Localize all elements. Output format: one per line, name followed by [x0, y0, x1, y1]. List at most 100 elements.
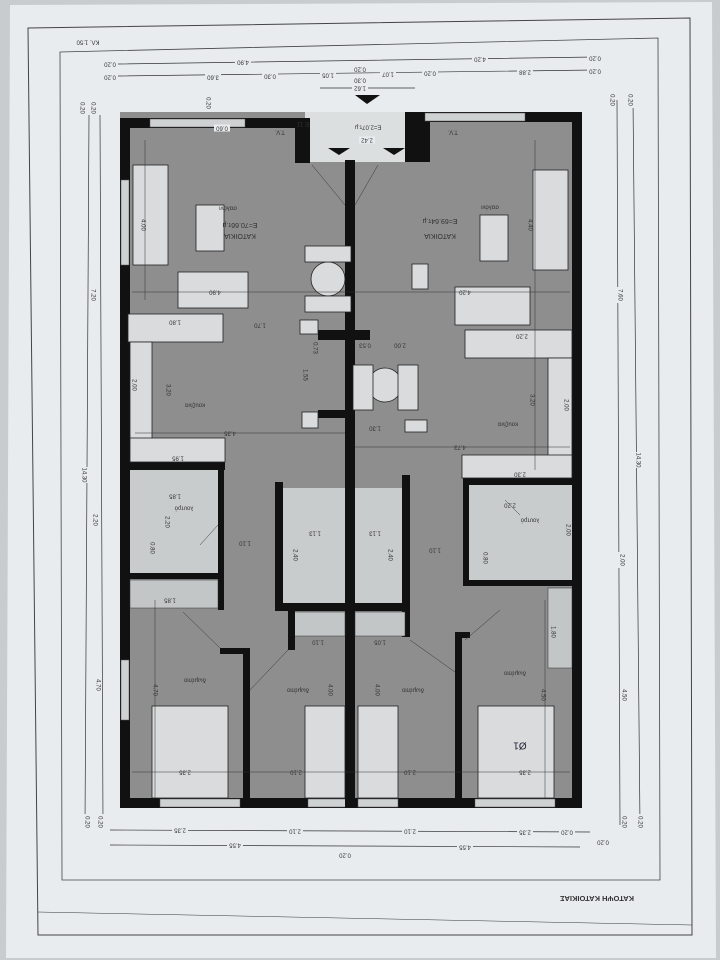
dimension-label-bg: [618, 552, 626, 568]
dimension-interior-17: 4.73: [454, 443, 466, 449]
dimension-top-17: 0.20: [204, 97, 210, 109]
dimension-label-bg: [422, 69, 438, 77]
dimension-interior-21: 2.20: [163, 516, 169, 528]
dimension-interior-25: 2.40: [291, 549, 297, 561]
room-kitchen-2: κουζίνα: [497, 420, 518, 426]
dimension-top-10: 1.05: [322, 71, 334, 77]
dimension-label-bg: [517, 68, 533, 76]
column-left-2: [301, 411, 319, 429]
dimension-interior-8: 0.53: [359, 341, 371, 347]
dimension-interior-26: 1.13: [369, 529, 381, 535]
dimension-left-0: 0.20: [78, 102, 84, 114]
building: [120, 95, 582, 808]
dimension-top-7: 0.20: [424, 69, 436, 75]
wall-hall-right: [355, 330, 370, 340]
stair-arrow-left: [328, 148, 350, 155]
dimension-interior-28: 1.10: [429, 546, 441, 552]
dimension-interior-9: 0.73: [311, 342, 317, 354]
dimension-label-bg: [402, 827, 418, 835]
entrance-arrow: [355, 95, 380, 104]
dimension-label-bg: [102, 73, 118, 81]
bathroom-right: [468, 485, 572, 582]
room-bedroom-2: δωμάτιο: [286, 686, 309, 693]
apartment-1-area: Ε=70.66τ.μ: [222, 221, 257, 228]
wall-bath-right-bottom: [463, 580, 578, 586]
window-top-left: [149, 118, 246, 128]
kitchen-counter-left-bottom: [129, 437, 226, 463]
room-kitchen-1: κουζίνα: [184, 401, 205, 407]
dimension-label-bg: [91, 512, 99, 528]
apartment-1-label: ΚΑΤΟΙΚΙΑ: [224, 232, 256, 239]
dimension-right-8: 0.20: [597, 838, 609, 844]
dimension-label-bg: [287, 827, 303, 835]
dimension-interior-10: 1.55: [301, 369, 307, 381]
window-bottom-2: [307, 798, 349, 808]
wall-bath-left-side: [218, 470, 224, 610]
dimension-top-1: 4.20: [474, 55, 486, 61]
dimension-interior-13: 3.20: [528, 394, 534, 406]
dimension-label-bg: [102, 60, 118, 68]
room-bath-1: λουτρό: [174, 504, 193, 511]
room-living-1: σαλόνι: [218, 204, 236, 211]
dimension-interior-2: 4.90: [209, 288, 221, 294]
room-bedroom-1: δωμάτιο: [183, 676, 206, 683]
dimension-label-bg: [205, 73, 221, 81]
bathroom-left: [130, 470, 220, 575]
dimension-label-bg: [587, 54, 603, 62]
tv-stand-right: [411, 263, 429, 290]
dimension-top-8: 1.07: [382, 70, 394, 76]
dimension-top-16: 0.60: [216, 124, 228, 130]
dimension-interior-40: 2.35: [179, 768, 191, 774]
dimension-left-6: 0.20: [83, 816, 89, 828]
dimension-right-5: 4.50: [620, 689, 626, 701]
dimension-interior-24: 1.13: [309, 529, 321, 535]
dimension-right-6: 0.20: [620, 816, 626, 828]
armchairs-right: [454, 286, 531, 326]
wall-bed1-top: [220, 648, 250, 654]
dimension-top-5: 0.20: [589, 67, 601, 73]
door-swings: [182, 164, 521, 691]
dimension-left-5: 4.70: [94, 679, 100, 691]
window-bottom-3: [357, 798, 399, 808]
dimension-top-6: 2.88: [519, 68, 531, 74]
tv-label-1: T.V.: [275, 128, 285, 134]
room-living-2: σαλόνι: [480, 203, 498, 210]
dimension-label-bg: [620, 814, 628, 830]
wall-bath-left-bottom: [130, 573, 222, 579]
dimension-label-bg: [626, 92, 634, 108]
stair-code: Ε 11: [296, 120, 309, 126]
dimension-label-bg: [89, 100, 97, 116]
wall-bed4-top: [455, 632, 470, 638]
dimension-label-bg: [608, 92, 616, 108]
dimension-interior-41: 2.10: [290, 768, 302, 774]
dimension-right-2: 7.60: [616, 289, 622, 301]
window-left-bedroom: [120, 659, 130, 721]
wardrobe-mid-left: [292, 611, 346, 637]
dining-table-left: [310, 261, 346, 297]
room-bedroom-4: δωμάτιο: [503, 669, 526, 676]
dimension-interior-43: 2.35: [519, 768, 531, 774]
apartment-2-area: Ε=69.64τ.μ: [422, 217, 457, 224]
kitchen-island-right: [464, 329, 573, 359]
dimension-interior-38: 4.00: [373, 684, 379, 696]
dimension-left-2: 7.20: [89, 289, 95, 301]
dimension-interior-31: 0.80: [481, 552, 487, 564]
dimension-interior-30: 2.00: [564, 524, 570, 536]
column-left: [299, 319, 319, 335]
dimension-interior-19: 2.30: [514, 470, 526, 476]
dimension-interior-6: 2.20: [516, 332, 528, 338]
dimension-interior-12: 2.00: [130, 379, 136, 391]
dimension-top-13: 0.20: [104, 73, 116, 79]
tv-label-2: T.V.: [448, 128, 458, 134]
dimension-label-bg: [559, 828, 575, 836]
dimension-label-bg: [320, 71, 336, 79]
inner-frame: [59, 37, 661, 881]
dimension-interior-3: 4.20: [459, 288, 471, 294]
dimension-label-bg: [620, 687, 628, 703]
dimension-label-bg: [89, 287, 97, 303]
dimension-label-bg: [172, 826, 188, 834]
window-bottom-1: [159, 798, 241, 808]
dimension-top-15: 2.42: [361, 136, 373, 142]
dimension-interior-15: 4.35: [224, 429, 236, 435]
wall-hall-left: [318, 330, 348, 340]
